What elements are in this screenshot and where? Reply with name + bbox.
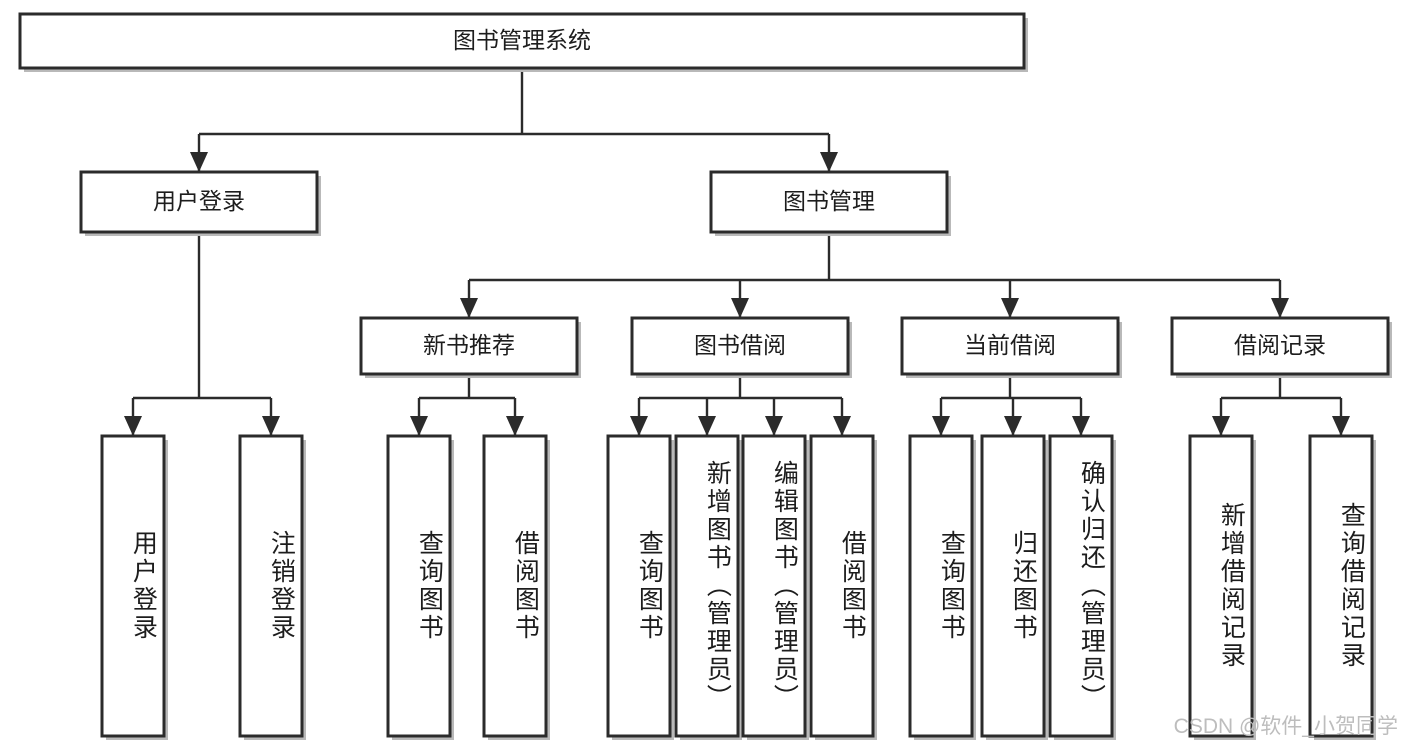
arrow-head-icon (630, 416, 648, 436)
node-leaf-user-login[interactable]: 用户登录 (100, 434, 168, 740)
node-rect[interactable] (709, 170, 949, 234)
arrow-head-icon (820, 152, 838, 172)
node-boxes: 图书管理系统用户登录图书管理新书推荐图书借阅当前借阅借阅记录用户登录注销登录查询… (18, 12, 1392, 740)
node-leaf-borrow-book-b[interactable]: 借阅图书 (809, 434, 877, 740)
node-rect[interactable] (606, 434, 672, 738)
node-leaf-query-book-rec[interactable]: 查询图书 (386, 434, 454, 740)
arrow-head-icon (1332, 416, 1350, 436)
connector-lines (124, 68, 1350, 436)
arrow-head-icon (1212, 416, 1230, 436)
node-rect[interactable] (482, 434, 548, 738)
node-label: 图书管理 (783, 188, 875, 214)
node-new-book-rec[interactable]: 新书推荐 (359, 316, 581, 378)
node-rect[interactable] (980, 434, 1046, 738)
node-label: 借阅记录 (1234, 332, 1326, 358)
node-leaf-add-record[interactable]: 新增借阅记录 (1188, 434, 1256, 740)
node-label: 查询图书 (937, 530, 966, 642)
node-label: 新书推荐 (423, 332, 515, 358)
node-label: 查询借阅记录 (1337, 502, 1366, 670)
node-root[interactable]: 图书管理系统 (18, 12, 1028, 72)
node-label: 确认归还（管理员） (1077, 460, 1106, 712)
node-rect[interactable] (1188, 434, 1254, 738)
node-book-manage[interactable]: 图书管理 (709, 170, 951, 236)
node-label: 用户登录 (153, 188, 245, 214)
node-label: 用户登录 (129, 530, 158, 642)
node-rect[interactable] (386, 434, 452, 738)
node-leaf-return-book[interactable]: 归还图书 (980, 434, 1048, 740)
node-rect[interactable] (79, 170, 319, 234)
node-label: 新增图书（管理员） (703, 460, 732, 712)
arrow-head-icon (1001, 298, 1019, 318)
node-leaf-query-book-c[interactable]: 查询图书 (908, 434, 976, 740)
arrow-head-icon (1072, 416, 1090, 436)
node-label: 图书借阅 (694, 332, 786, 358)
arrow-head-icon (190, 152, 208, 172)
arrow-head-icon (833, 416, 851, 436)
arrow-head-icon (262, 416, 280, 436)
node-label: 查询图书 (415, 530, 444, 642)
node-rect[interactable] (359, 316, 579, 376)
arrow-head-icon (731, 298, 749, 318)
node-rect[interactable] (908, 434, 974, 738)
node-rect[interactable] (1170, 316, 1390, 376)
node-borrow-record[interactable]: 借阅记录 (1170, 316, 1392, 378)
arrow-head-icon (124, 416, 142, 436)
node-leaf-borrow-book-rec[interactable]: 借阅图书 (482, 434, 550, 740)
node-leaf-query-book-b[interactable]: 查询图书 (606, 434, 674, 740)
node-label: 查询图书 (635, 530, 664, 642)
node-leaf-edit-book[interactable]: 编辑图书（管理员） (741, 434, 809, 740)
arrow-head-icon (506, 416, 524, 436)
node-label: 当前借阅 (964, 332, 1056, 358)
node-rect[interactable] (741, 434, 807, 738)
node-rect[interactable] (809, 434, 875, 738)
node-label: 归还图书 (1009, 530, 1038, 642)
node-rect[interactable] (674, 434, 740, 738)
node-rect[interactable] (100, 434, 166, 738)
node-rect[interactable] (18, 12, 1026, 70)
node-label: 图书管理系统 (453, 27, 591, 53)
node-leaf-confirm-return[interactable]: 确认归还（管理员） (1048, 434, 1116, 740)
arrow-head-icon (410, 416, 428, 436)
node-leaf-query-record[interactable]: 查询借阅记录 (1308, 434, 1376, 740)
node-user-login[interactable]: 用户登录 (79, 170, 321, 236)
node-rect[interactable] (630, 316, 850, 376)
node-label: 编辑图书（管理员） (770, 460, 799, 712)
node-rect[interactable] (238, 434, 304, 738)
arrow-head-icon (932, 416, 950, 436)
node-label: 借阅图书 (838, 530, 867, 642)
arrow-head-icon (1271, 298, 1289, 318)
arrow-head-icon (698, 416, 716, 436)
watermark-label: CSDN @软件_小贺同学 (1174, 715, 1398, 738)
node-rect[interactable] (1048, 434, 1114, 738)
node-book-borrow[interactable]: 图书借阅 (630, 316, 852, 378)
node-current-borrow[interactable]: 当前借阅 (900, 316, 1122, 378)
node-leaf-logout[interactable]: 注销登录 (238, 434, 306, 740)
node-rect[interactable] (900, 316, 1120, 376)
node-label: 注销登录 (267, 530, 296, 642)
arrow-head-icon (460, 298, 478, 318)
node-label: 借阅图书 (511, 530, 540, 642)
node-leaf-add-book[interactable]: 新增图书（管理员） (674, 434, 742, 740)
node-rect[interactable] (1308, 434, 1374, 738)
arrow-head-icon (1004, 416, 1022, 436)
node-label: 新增借阅记录 (1217, 502, 1246, 670)
arrow-head-icon (765, 416, 783, 436)
